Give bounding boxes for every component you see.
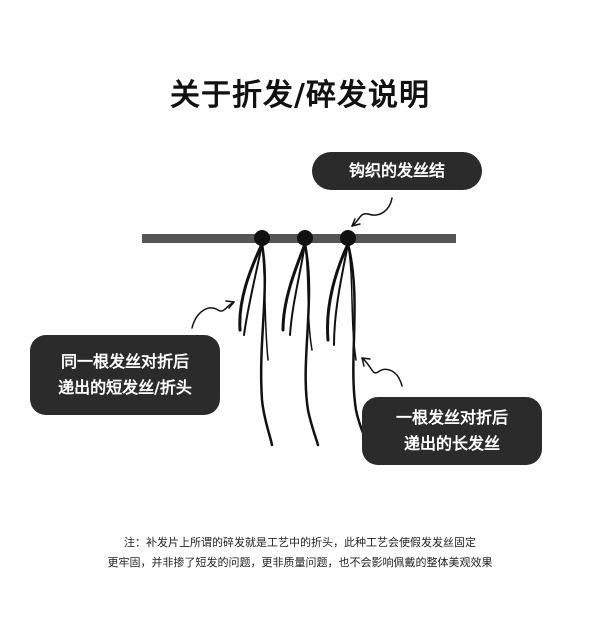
arrow-to-knot	[351, 197, 393, 227]
label-folded-line-2: 递出的短发丝/折头	[58, 378, 192, 397]
label-long-line-1: 一根发丝对折后	[395, 408, 508, 427]
knot-dot-2	[297, 230, 313, 246]
label-folded-hair: 同一根发丝对折后 递出的短发丝/折头	[30, 335, 220, 415]
hair-strand-group-3	[326, 242, 368, 442]
label-knot-text: 钩织的发丝结	[348, 161, 445, 180]
label-knot: 钩织的发丝结	[312, 152, 482, 190]
footnote: 注：补发片上所谓的碎发就是工艺中的折头，此种工艺会使假发发丝固定 更牢固，并非掺…	[0, 533, 600, 573]
page-title: 关于折发/碎发说明	[170, 78, 430, 113]
label-long-line-2: 递出的长发丝	[403, 434, 500, 453]
arrow-to-long-hair	[361, 357, 403, 387]
knot-dot-1	[254, 230, 270, 246]
arrow-to-short-hair	[191, 300, 235, 329]
label-folded-line-1: 同一根发丝对折后	[60, 352, 189, 371]
hair-strand-group-1	[238, 242, 274, 447]
footnote-line-1: 注：补发片上所谓的碎发就是工艺中的折头，此种工艺会使假发发丝固定	[124, 536, 476, 549]
knot-dot-3	[340, 230, 356, 246]
label-long-hair: 一根发丝对折后 递出的长发丝	[362, 397, 542, 465]
footnote-line-2: 更牢固，并非掺了短发的问题，更非质量问题，也不会影响佩戴的整体美观效果	[107, 556, 493, 569]
hair-strand-group-2	[281, 242, 320, 447]
